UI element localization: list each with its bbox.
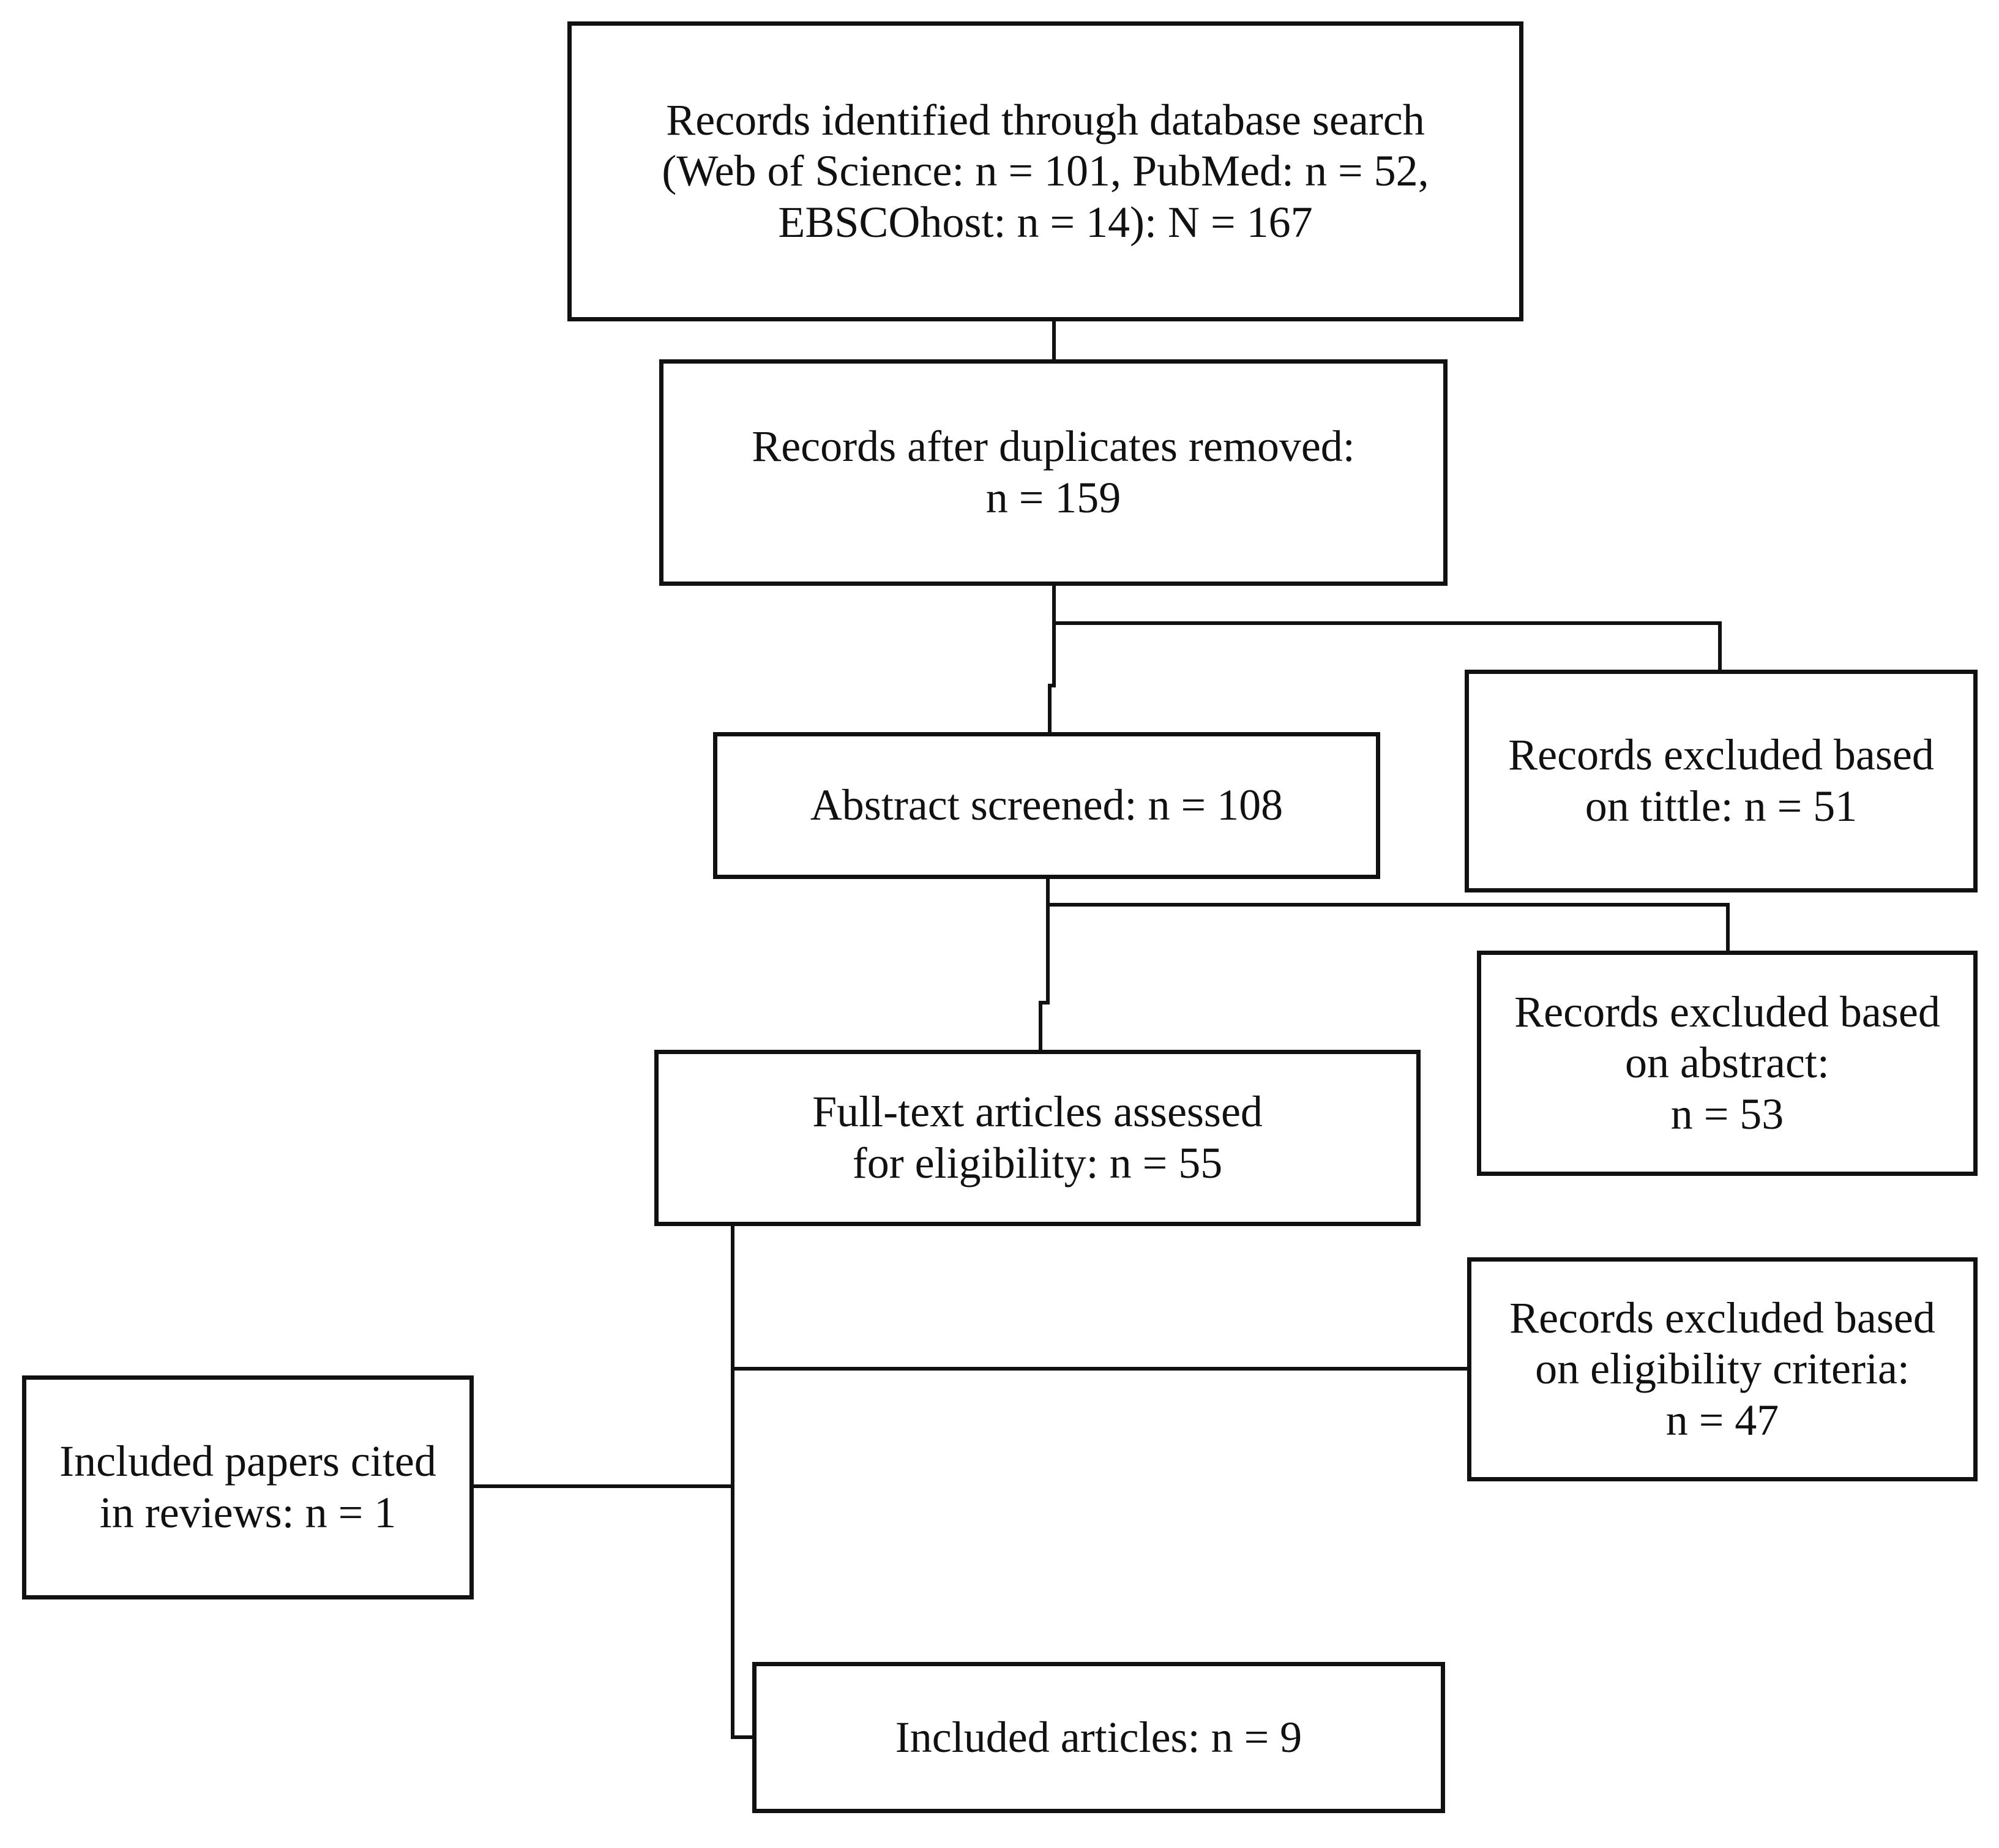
edge-abstract-to-fulltext xyxy=(1039,879,1050,1050)
node-text-line: Records excluded based xyxy=(1509,1293,1935,1342)
node-text-line: on eligibility criteria: xyxy=(1535,1344,1910,1394)
node-text-line: Records identified through database sear… xyxy=(666,95,1425,144)
node-text-line: Included papers cited xyxy=(59,1437,436,1486)
node-text-line: in reviews: n = 1 xyxy=(99,1488,397,1537)
node-text-line: Included articles: n = 9 xyxy=(895,1712,1302,1762)
edge-abstract-to-excl-abstract xyxy=(1048,903,1730,951)
node-text-line: for eligibility: n = 55 xyxy=(852,1139,1223,1188)
node-included-articles: Included articles: n = 9 xyxy=(752,1662,1445,1813)
node-text-line: on abstract: xyxy=(1625,1038,1829,1088)
node-text-line: n = 47 xyxy=(1665,1395,1779,1445)
node-records-identified: Records identified through database sear… xyxy=(567,21,1523,321)
node-included-papers-cited: Included papers cited in reviews: n = 1 xyxy=(22,1375,474,1599)
edge-duplicates-to-abstract xyxy=(1048,586,1056,732)
node-text-line: Full-text articles assessed xyxy=(812,1087,1263,1137)
node-excluded-eligibility: Records excluded based on eligibility cr… xyxy=(1467,1257,1978,1481)
node-abstract-screened: Abstract screened: n = 108 xyxy=(713,732,1380,879)
node-records-after-duplicates: Records after duplicates removed: n = 15… xyxy=(659,359,1448,586)
node-excluded-abstract: Records excluded based on abstract: n = … xyxy=(1477,951,1978,1176)
node-text-line: EBSCOhost: n = 14): N = 167 xyxy=(778,197,1313,247)
node-text-line: on tittle: n = 51 xyxy=(1585,782,1858,831)
node-text-line: Abstract screened: n = 108 xyxy=(810,780,1283,830)
node-text-line: Records after duplicates removed: xyxy=(752,422,1355,471)
node-text-line: Records excluded based xyxy=(1508,730,1934,780)
node-fulltext-assessed: Full-text articles assessed for eligibil… xyxy=(654,1050,1421,1226)
node-text-line: Records excluded based xyxy=(1514,987,1940,1036)
node-text-line: n = 159 xyxy=(985,473,1121,522)
edge-fulltext-to-included xyxy=(731,1226,752,1739)
node-text-line: n = 53 xyxy=(1670,1089,1784,1139)
edge-duplicates-to-excl-title xyxy=(1054,621,1722,670)
node-text-line: (Web of Science: n = 101, PubMed: n = 52… xyxy=(662,146,1429,196)
node-excluded-title: Records excluded based on tittle: n = 51 xyxy=(1465,670,1978,892)
